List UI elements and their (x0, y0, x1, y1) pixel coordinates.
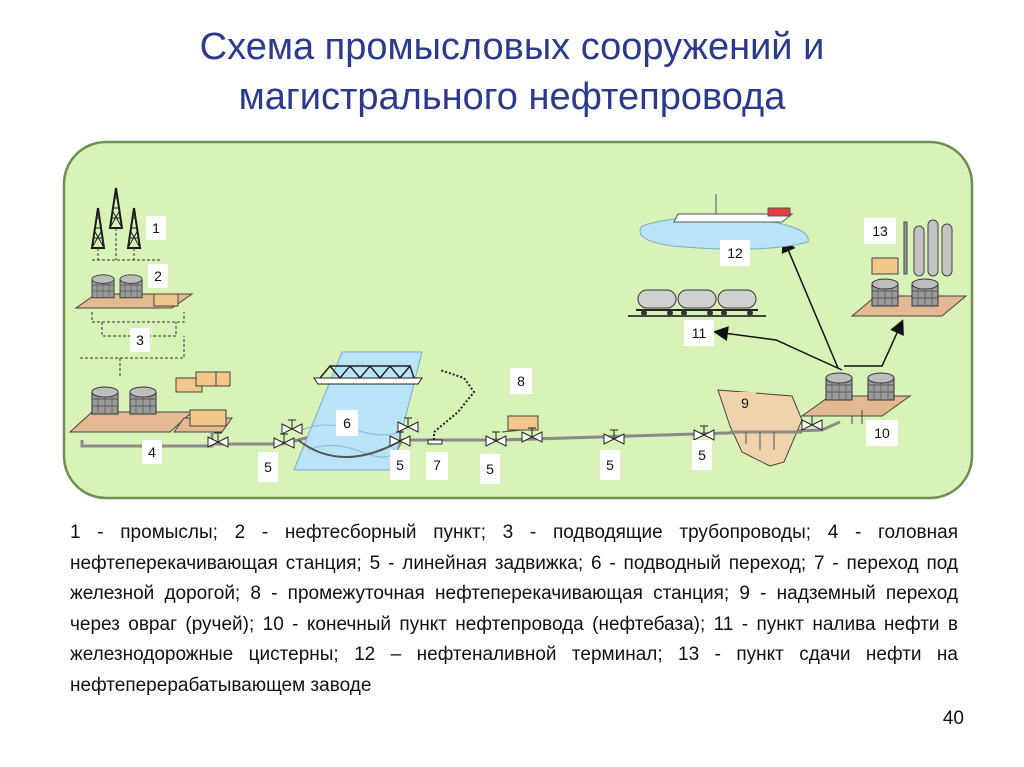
intermediate-pumping-station (501, 415, 539, 433)
depot-to-rail-line (713, 326, 843, 371)
label-5-e: 5 (698, 447, 706, 463)
label-5-a: 5 (264, 459, 272, 475)
label-8: 8 (517, 373, 525, 389)
label-4: 4 (148, 444, 156, 460)
label-5-c: 5 (486, 461, 494, 477)
number-labels: 1 2 3 4 5 5 5 5 5 6 7 8 9 10 11 12 13 (130, 216, 898, 484)
pipeline-diagram: 1 2 3 4 5 5 5 5 5 6 7 8 9 10 11 12 13 (62, 140, 974, 500)
head-pumping-station (68, 371, 233, 448)
refinery-delivery-point (850, 219, 968, 317)
label-7: 7 (433, 457, 441, 473)
title-line-2: магистрального нефтепровода (238, 76, 786, 118)
label-6: 6 (343, 415, 351, 431)
label-11: 11 (692, 325, 707, 341)
oil-terminal (639, 194, 809, 250)
railway-crossing (433, 369, 476, 440)
oil-depot (800, 372, 912, 424)
depot-to-terminal-line (781, 237, 839, 369)
label-2: 2 (154, 268, 162, 284)
depot-to-refinery-line (844, 319, 904, 367)
legend-text: 1 - промыслы; 2 - нефтесборный пункт; 3 … (70, 522, 958, 696)
page-number: 40 (942, 708, 964, 729)
label-9: 9 (741, 395, 749, 411)
label-10: 10 (874, 425, 890, 441)
label-12: 12 (727, 245, 743, 261)
label-1: 1 (152, 220, 160, 236)
label-5-b: 5 (396, 457, 404, 473)
rail-tank-loading (628, 289, 766, 317)
oil-field-derricks (91, 187, 162, 261)
title-line-1: Схема промысловых сооружений и (199, 26, 825, 68)
label-13: 13 (872, 223, 888, 239)
oil-collection-point (74, 274, 194, 309)
label-5-d: 5 (606, 457, 614, 473)
slide-title: Схема промысловых сооружений и магистрал… (0, 22, 1024, 122)
label-3: 3 (136, 332, 144, 348)
